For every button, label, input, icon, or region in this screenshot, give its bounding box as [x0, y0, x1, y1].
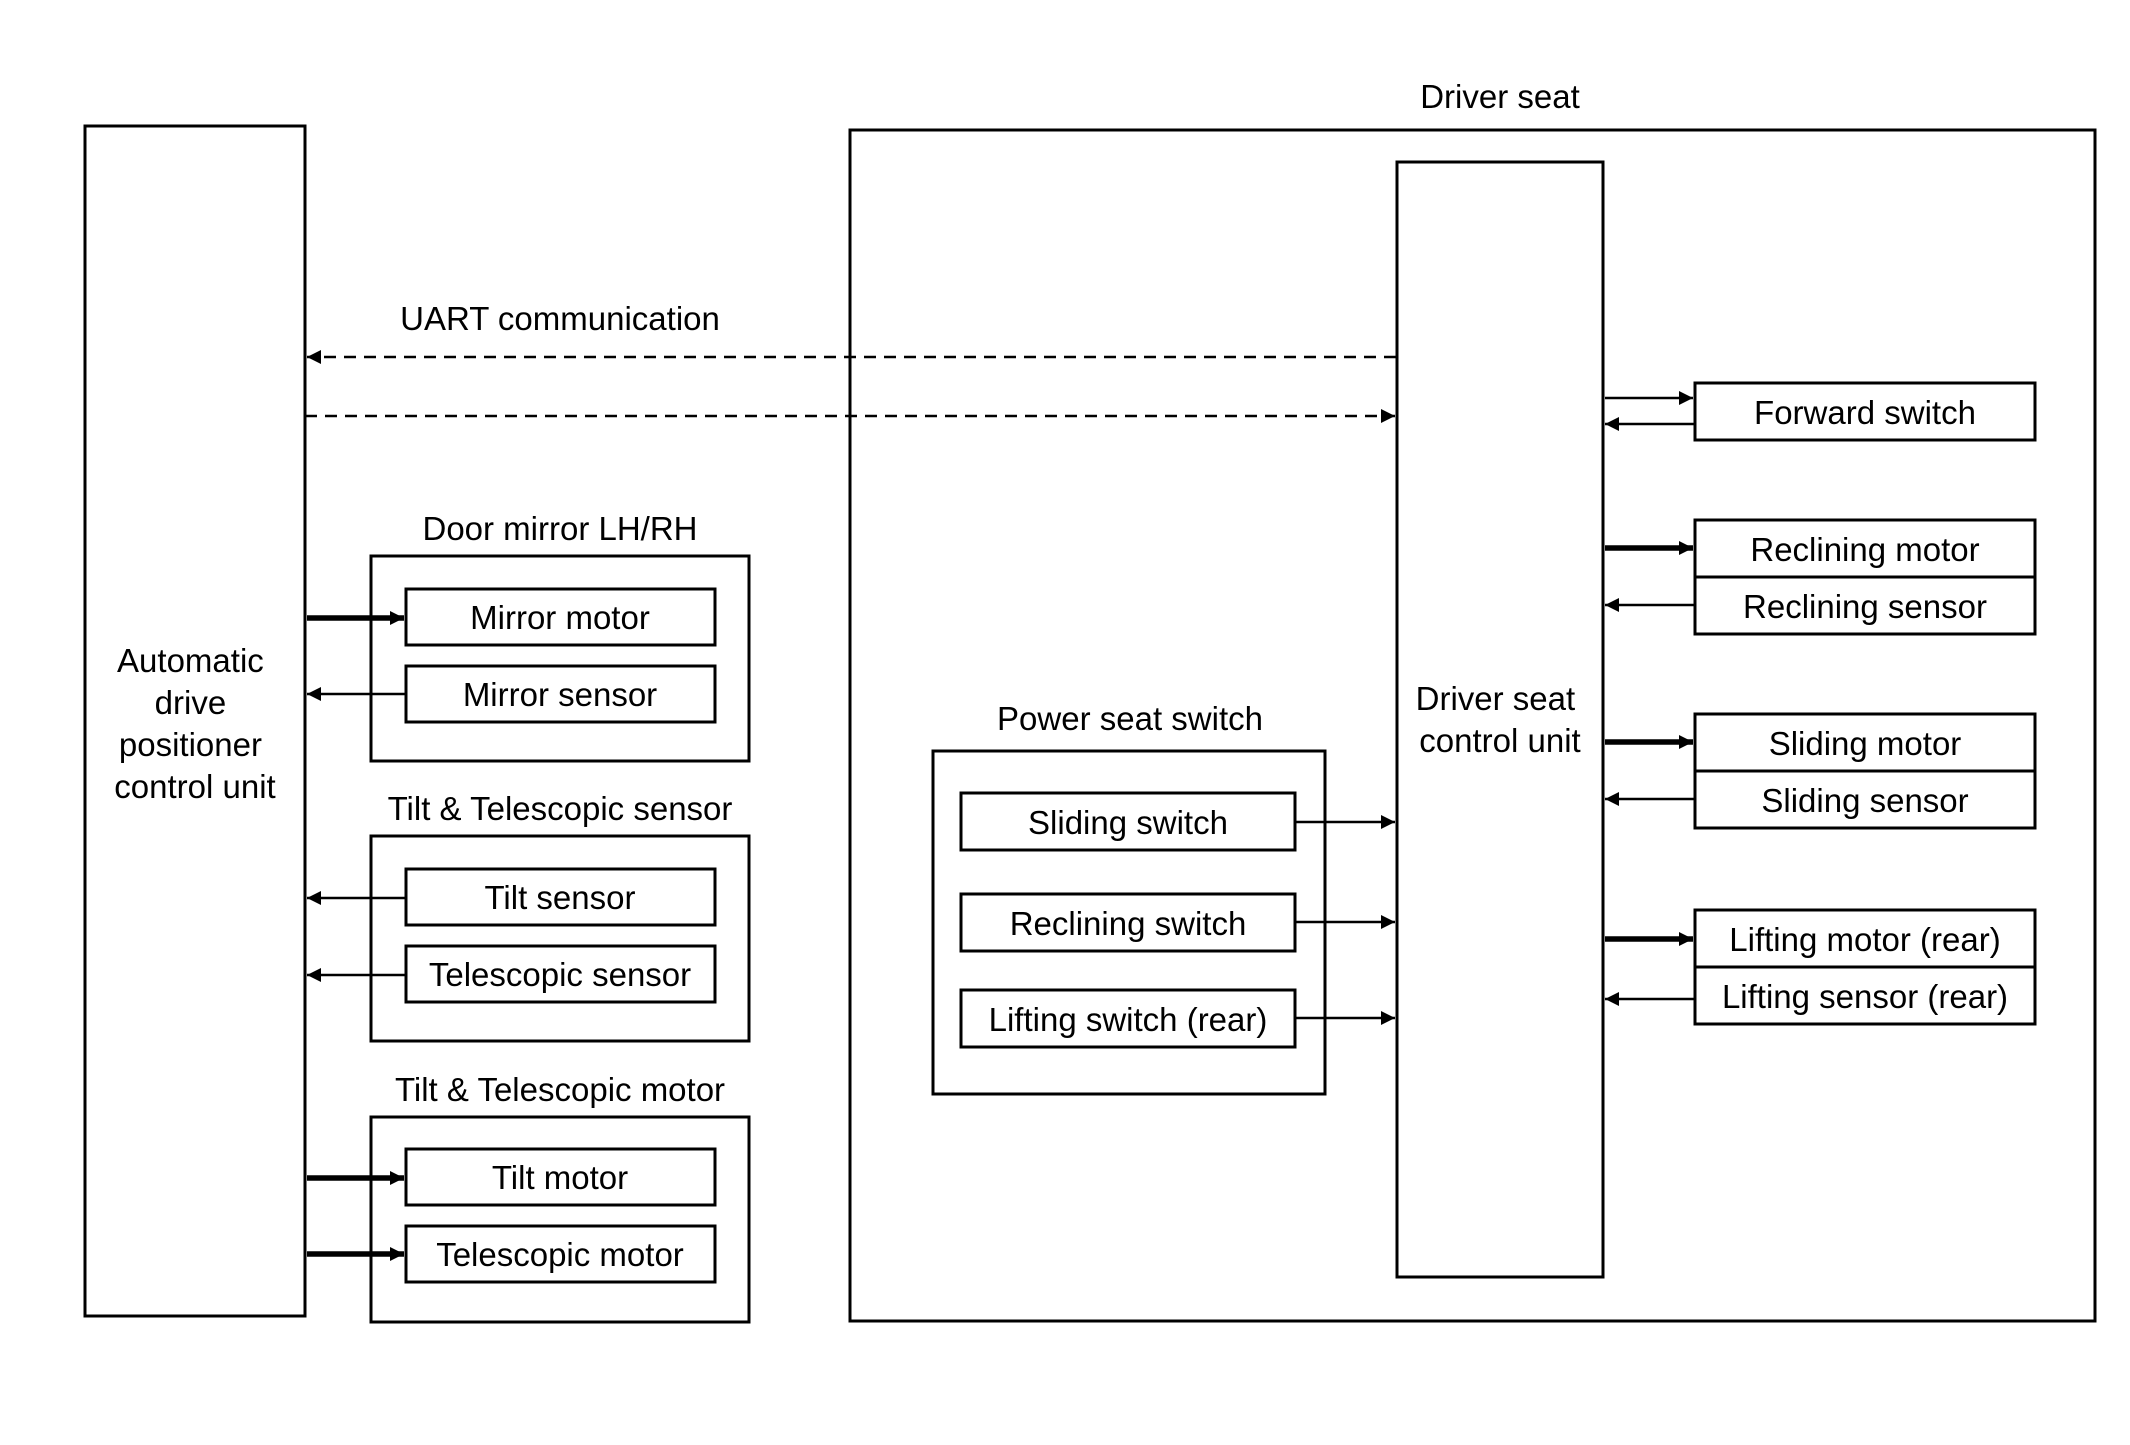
adp-label-line-3: positioner — [119, 726, 262, 763]
sliding-sensor-box — [1693, 769, 2037, 830]
tilt-tele-sensor-box — [369, 834, 751, 1043]
telescopic-motor-box — [404, 1224, 717, 1284]
tilt-motor-box — [404, 1147, 717, 1207]
reclining-motor-box — [1693, 518, 2037, 579]
adp-control-unit-box — [83, 124, 307, 1318]
lifting-switch-label: Lifting switch (rear) — [989, 1001, 1268, 1038]
seat-cu-label-line-1: Driver seat — [1416, 680, 1576, 717]
uart-label: UART communication — [400, 300, 720, 337]
sliding-motor-label: Sliding motor — [1769, 725, 1962, 762]
adp-label-line-4: control unit — [114, 768, 275, 805]
adp-control-unit-label: Automatic drive positioner control unit — [114, 642, 275, 805]
lifting-motor-box — [1693, 908, 2037, 969]
mirror-sensor-label: Mirror sensor — [463, 676, 657, 713]
reclining-switch-label: Reclining switch — [1010, 905, 1247, 942]
tilt-sensor-box — [404, 867, 717, 927]
forward-switch-label: Forward switch — [1754, 394, 1976, 431]
tilt-tele-motor-title: Tilt & Telescopic motor — [395, 1071, 725, 1108]
tilt-motor-label: Tilt motor — [492, 1159, 628, 1196]
reclining-sensor-label: Reclining sensor — [1743, 588, 1987, 625]
door-mirror-box — [369, 554, 751, 763]
driver-seat-control-unit-box — [1395, 160, 1605, 1279]
mirror-motor-label: Mirror motor — [470, 599, 650, 636]
reclining-switch-box — [959, 892, 1297, 953]
driver-seat-title: Driver seat — [1420, 78, 1580, 115]
mirror-sensor-box — [404, 664, 717, 724]
sliding-sensor-label: Sliding sensor — [1761, 782, 1968, 819]
tilt-sensor-label: Tilt sensor — [485, 879, 636, 916]
reclining-motor-label: Reclining motor — [1750, 531, 1979, 568]
lifting-sensor-label: Lifting sensor (rear) — [1722, 978, 2008, 1015]
tilt-tele-sensor-title: Tilt & Telescopic sensor — [388, 790, 733, 827]
sliding-switch-label: Sliding switch — [1028, 804, 1228, 841]
sliding-switch-box — [959, 791, 1297, 852]
adp-label-line-2: drive — [155, 684, 227, 721]
lifting-sensor-box — [1693, 965, 2037, 1026]
seat-cu-label-line-2: control unit — [1419, 722, 1580, 759]
door-mirror-title: Door mirror LH/RH — [422, 510, 697, 547]
telescopic-motor-label: Telescopic motor — [436, 1236, 684, 1273]
driver-seat-control-unit-label: Driver seat control unit — [1416, 680, 1585, 759]
telescopic-sensor-label: Telescopic sensor — [429, 956, 691, 993]
telescopic-sensor-box — [404, 944, 717, 1004]
forward-switch-box — [1693, 381, 2037, 442]
lifting-motor-label: Lifting motor (rear) — [1729, 921, 2000, 958]
power-seat-switch-title: Power seat switch — [997, 700, 1263, 737]
adp-label-line-1: Automatic — [117, 642, 264, 679]
mirror-motor-box — [404, 587, 717, 647]
